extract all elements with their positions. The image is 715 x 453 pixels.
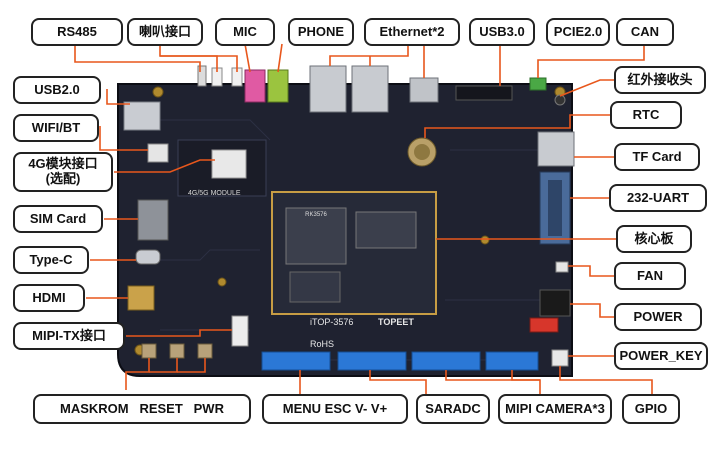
leader-reset [149,358,178,373]
leader-fan [568,265,614,277]
rs485-connector [197,65,207,87]
pcie-slot [455,85,513,101]
saradc-header [337,351,407,371]
label-rtc: RTC [610,101,682,129]
module-silk: 4G/5G MODULE [188,190,241,197]
leader-mipi-cam-2 [511,370,540,381]
typec-port [135,249,161,265]
label-pcie: PCIE2.0 [546,18,610,46]
leader-phone [277,43,283,73]
hdmi-port [127,285,155,311]
leader-rtc [424,114,610,138]
label-tf: TF Card [614,143,700,171]
ethernet-port-2 [351,65,389,113]
rtc-battery-center [414,144,430,160]
ethernet-port-1 [309,65,347,113]
model-silk: iTOP-3576 [310,317,353,327]
leader-pwr [177,358,206,373]
leader-mipi-cam-1 [445,370,541,394]
leader-can [537,44,645,78]
label-wifi: WIFI/BT [13,114,99,142]
label-usb2: USB2.0 [13,76,101,104]
label-mipi-tx: MIPI-TX接口 [13,322,125,350]
label-mic: MIC [215,18,275,46]
label-mipi-cam: MIPI CAMERA*3 [498,394,612,424]
usb2-port [123,101,161,131]
leader-ethernet-1 [329,44,409,66]
label-fan: FAN [614,262,686,290]
power-jack [539,289,571,317]
leader-rs485 [74,44,201,72]
leader-wifi [99,126,148,151]
rohs-silk: RoHS [310,339,334,349]
ir-receiver [554,94,566,106]
label-menu-keys: MENU ESC V- V+ [262,394,408,424]
label-ethernet: Ethernet*2 [364,18,460,46]
keys-header [261,351,331,371]
uart-port-inner [548,180,562,236]
label-speaker: 喇叭接口 [127,18,203,46]
label-gpio: GPIO [622,394,680,424]
leader-speaker-1 [159,44,218,72]
label-modem-line1: 4G模块接口 [28,156,98,172]
core-emmc [289,271,341,303]
label-hdmi: HDMI [13,284,85,312]
brand-silk: TOPEET [378,317,414,327]
core-memory [355,211,417,249]
chip-silk: RK3576 [305,212,327,218]
label-uart: 232-UART [609,184,707,212]
label-power: POWER [614,303,702,331]
label-sim: SIM Card [13,205,103,233]
label-usb3: USB3.0 [469,18,535,46]
label-rs485: RS485 [31,18,123,46]
leader-usb2 [106,89,130,105]
label-ir: 红外接收头 [614,66,706,94]
leader-maskrom [125,358,150,390]
tf-card-slot [537,131,575,167]
leader-power [570,303,614,318]
modem-connector [211,149,247,179]
fan-connector [555,261,569,273]
leader-gpio [559,366,653,394]
label-typec: Type-C [13,246,89,274]
leader-ir [559,79,614,97]
usb3-port [409,77,439,103]
wifi-connector [147,143,169,163]
label-phone: PHONE [288,18,354,46]
leader-modem [114,159,215,173]
label-saradc: SARADC [416,394,490,424]
leader-speaker-2 [160,55,238,72]
mipi-tx-connector [231,315,249,347]
core-chip [285,207,347,265]
label-power-key: POWER_KEY [614,342,708,370]
label-left-keys: MASKROM RESET PWR [33,394,251,424]
label-modem: 4G模块接口 (选配) [13,152,113,192]
sim-slot [137,199,169,241]
leader-mipi-tx [126,329,232,337]
power-fuse [529,317,559,333]
leader-mic [244,43,251,73]
label-can: CAN [616,18,674,46]
mic-jack [244,69,266,103]
leader-saradc [369,370,427,394]
label-core: 核心板 [616,225,692,253]
label-modem-line2: (选配) [45,171,81,186]
left-buttons [141,343,213,359]
